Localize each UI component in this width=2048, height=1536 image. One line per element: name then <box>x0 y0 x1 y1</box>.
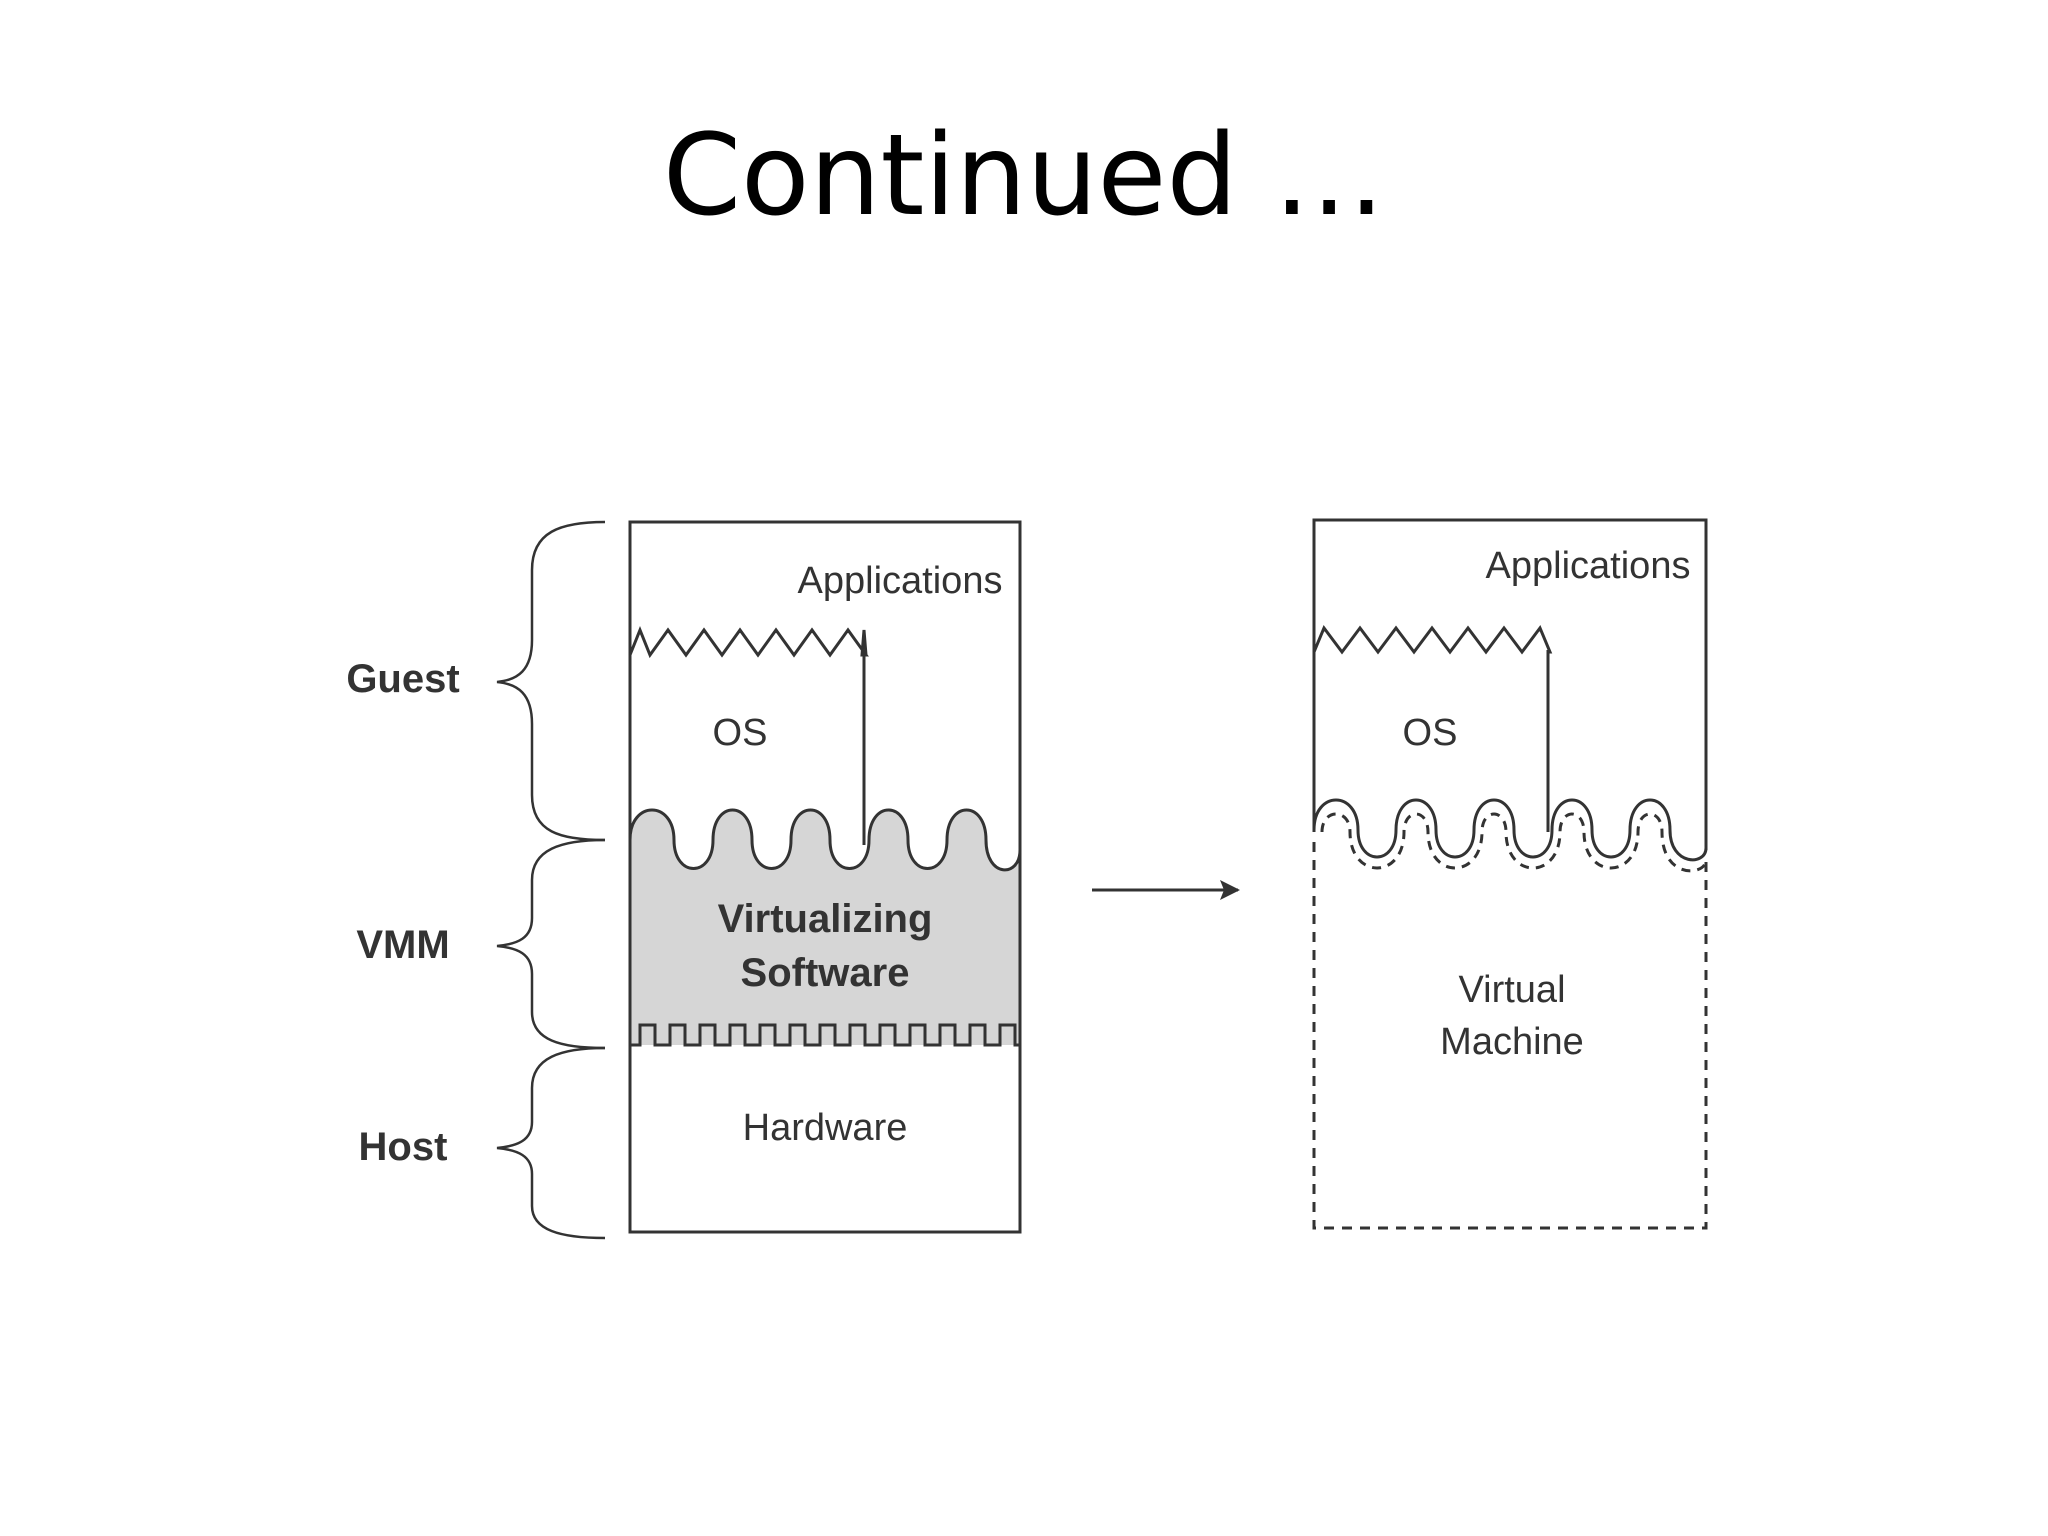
virtualizing-label-line1: Virtualizing <box>718 897 933 941</box>
guest-brace <box>496 520 606 842</box>
left-applications-label: Applications <box>798 560 1003 602</box>
right-isa-wave <box>1312 798 1708 862</box>
left-os-zigzag-edge <box>628 625 869 845</box>
left-hardware-label: Hardware <box>743 1107 908 1149</box>
right-dashed-wave <box>1320 812 1708 873</box>
right-figure: Applications OS Virtual Machine <box>1312 518 1708 1230</box>
left-outer-box <box>628 520 1022 1234</box>
vmm-label: VMM <box>356 923 449 967</box>
virtualizing-label-line2: Software <box>741 951 910 995</box>
left-hardware-interface-edge <box>630 1023 1020 1047</box>
transform-arrow <box>1092 880 1240 900</box>
guest-label: Guest <box>346 657 459 701</box>
left-os-label: OS <box>713 712 768 754</box>
right-os-label: OS <box>1403 712 1458 754</box>
right-applications-label: Applications <box>1486 545 1691 587</box>
left-isa-wave <box>628 808 1022 872</box>
left-figure: Applications OS Virtualizing Software Ha… <box>346 520 1022 1240</box>
right-guest-outline <box>1312 518 1708 850</box>
slide-title: Continued … <box>662 111 1386 241</box>
virtual-machine-label-line1: Virtual <box>1458 969 1565 1011</box>
host-label: Host <box>359 1125 448 1169</box>
right-os-zigzag-edge <box>1312 625 1553 832</box>
virtual-machine-dashed-box <box>1312 842 1708 1230</box>
virtual-machine-label-line2: Machine <box>1440 1021 1584 1063</box>
host-brace <box>496 1046 606 1240</box>
vmm-brace <box>496 838 606 1050</box>
